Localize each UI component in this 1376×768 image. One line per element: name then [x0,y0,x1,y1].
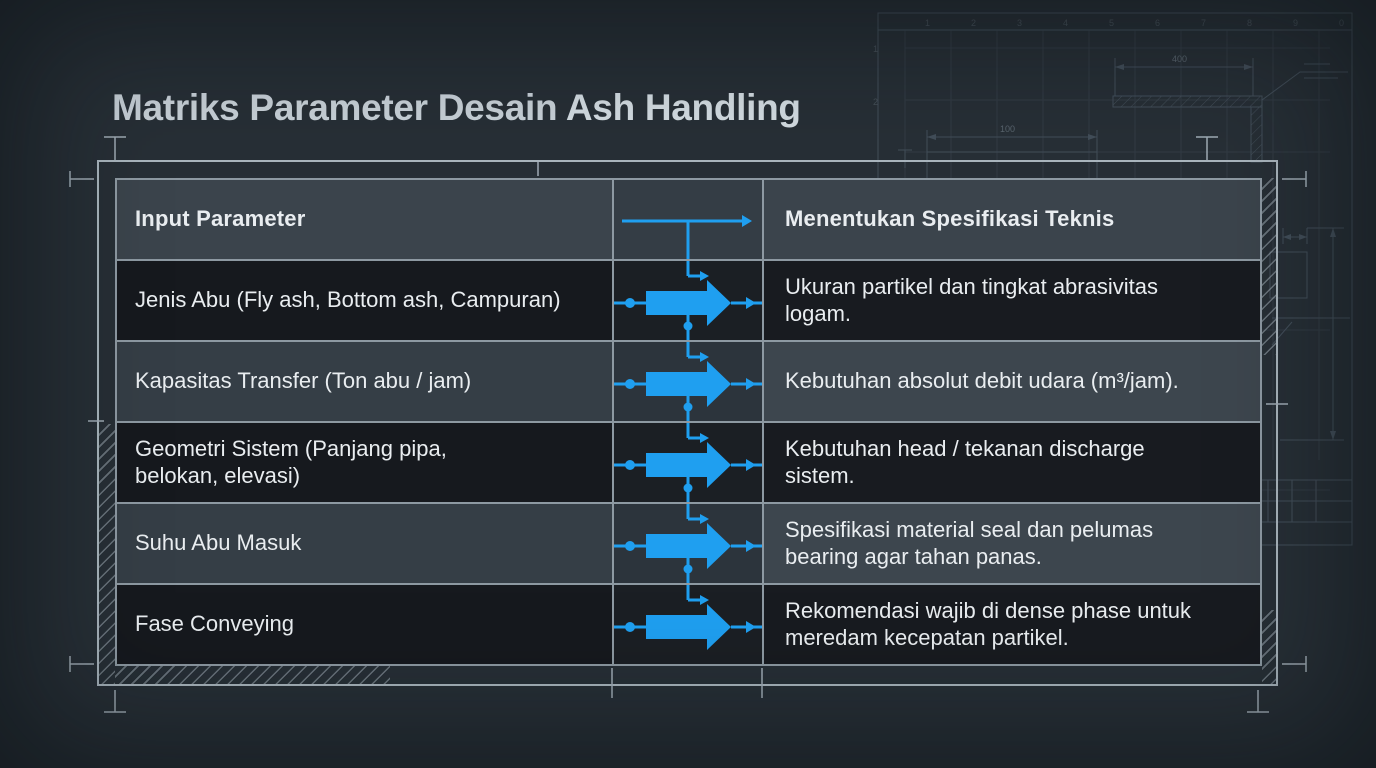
spec-text: Spesifikasi material seal dan pelumas be… [785,516,1154,569]
frame-hatch-right-bottom [1262,610,1276,684]
matrix-table: Input Parameter Menentukan Spesifikasi T… [115,178,1262,666]
input-parameter-header-label: Input Parameter [135,206,306,232]
spec-text: Rekomendasi wajib di dense phase untuk m… [785,597,1192,650]
input-parameter-text: Geometri Sistem (Panjang pipa, belokan, … [135,435,447,488]
spec-text: Kebutuhan absolut debit udara (m³/jam). [785,368,1179,394]
flow-arrow-icon [614,261,762,340]
flow-arrow-icon [614,423,762,502]
svg-text:0: 0 [1339,18,1344,28]
svg-text:100: 100 [1000,124,1015,134]
flow-arrow-cell [614,423,762,502]
spec-cell: Kebutuhan head / tekanan discharge siste… [764,423,1260,502]
input-parameter-cell: Fase Conveying [117,585,612,664]
page-title: Matriks Parameter Desain Ash Handling [112,87,801,129]
svg-text:8: 8 [1247,18,1252,28]
flow-start-arrow-icon [622,215,752,259]
spec-cell: Spesifikasi material seal dan pelumas be… [764,504,1260,583]
input-parameter-cell: Suhu Abu Masuk [117,504,612,583]
svg-text:1: 1 [925,18,930,28]
frame-hatch-right-top [1262,178,1276,355]
page-title-emphasis: Ash Handling [565,86,801,128]
input-parameter-header: Input Parameter [117,180,612,259]
spec-text: Ukuran partikel dan tingkat abrasivitas … [785,273,1158,326]
cad-hatched-bar [1112,63,1348,163]
page-title-regular: Matriks Parameter Desain [112,86,558,128]
svg-text:4: 4 [1063,18,1068,28]
cad-side-ruler-digits: 12 [873,44,878,107]
cad-right-details [1269,227,1350,441]
spec-cell: Kebutuhan absolut debit udara (m³/jam). [764,342,1260,421]
flow-arrow-cell [614,342,762,421]
spec-text: Kebutuhan head / tekanan discharge siste… [785,435,1145,488]
flow-header-cell [614,180,762,259]
svg-text:3: 3 [1017,18,1022,28]
output-spec-header: Menentukan Spesifikasi Teknis [764,180,1260,259]
svg-text:6: 6 [1155,18,1160,28]
flow-arrow-cell [614,585,762,664]
svg-text:5: 5 [1109,18,1114,28]
cad-ruler-digits: 1 2 3 4 5 6 7 8 9 0 [925,18,1344,28]
input-parameter-text: Fase Conveying [135,611,294,637]
input-parameter-text: Suhu Abu Masuk [135,530,302,556]
svg-text:2: 2 [873,97,878,107]
flow-arrow-icon [614,504,762,583]
input-parameter-text: Kapasitas Transfer (Ton abu / jam) [135,368,472,394]
flow-arrow-cell [614,504,762,583]
input-parameter-text: Jenis Abu (Fly ash, Bottom ash, Campuran… [135,287,561,313]
input-parameter-cell: Jenis Abu (Fly ash, Bottom ash, Campuran… [117,261,612,340]
svg-text:2: 2 [971,18,976,28]
svg-text:9: 9 [1293,18,1298,28]
input-parameter-cell: Geometri Sistem (Panjang pipa, belokan, … [117,423,612,502]
input-parameter-cell: Kapasitas Transfer (Ton abu / jam) [117,342,612,421]
svg-text:7: 7 [1201,18,1206,28]
matrix-table-frame: Input Parameter Menentukan Spesifikasi T… [97,160,1278,686]
flow-arrow-cell [614,261,762,340]
frame-hatch-bottom [115,666,390,684]
svg-text:1: 1 [873,44,878,54]
frame-hatch-left [99,424,115,684]
spec-cell: Ukuran partikel dan tingkat abrasivitas … [764,261,1260,340]
output-spec-header-label: Menentukan Spesifikasi Teknis [785,206,1115,232]
flow-arrow-icon [614,585,762,650]
svg-text:400: 400 [1172,54,1187,64]
spec-cell: Rekomendasi wajib di dense phase untuk m… [764,585,1260,664]
flow-arrow-icon [614,342,762,421]
cad-dimension-400: 400 [1114,54,1254,96]
